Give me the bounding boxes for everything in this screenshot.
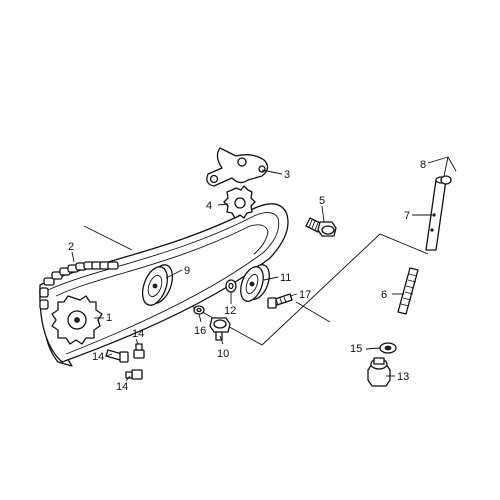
callout-13: 13 [397, 371, 409, 383]
callout-10: 10 [217, 348, 229, 360]
callout-5: 5 [319, 195, 325, 207]
callout-12: 12 [224, 305, 236, 317]
cam-sprocket [223, 185, 256, 219]
leader-lines [71, 156, 457, 382]
tensioner-spring [397, 267, 419, 315]
bolt-14-lower [125, 369, 143, 380]
bolt-17 [267, 293, 293, 309]
callout-7: 7 [404, 210, 410, 222]
washer [225, 279, 237, 293]
chain-links [39, 261, 119, 310]
callout-6: 6 [381, 289, 387, 301]
callout-14-upper: 14 [132, 328, 144, 340]
callout-16: 16 [194, 325, 206, 337]
callout-15: 15 [350, 343, 362, 355]
callout-3: 3 [284, 169, 290, 181]
callout-17: 17 [299, 289, 311, 301]
bolt-5 [305, 217, 337, 237]
bolt-14-upper [133, 343, 145, 359]
drive-sprocket [51, 295, 103, 345]
bolt-14-left [105, 349, 129, 363]
callout-4: 4 [206, 200, 212, 212]
callout-14-lower: 14 [116, 381, 128, 393]
callout-11: 11 [280, 272, 291, 284]
pushrod-cap [440, 175, 452, 185]
callout-9: 9 [184, 265, 190, 277]
callout-8: 8 [420, 159, 426, 171]
tensioner-bracket [206, 147, 269, 187]
sealing-washer [379, 342, 397, 354]
washer-small [193, 305, 205, 315]
callout-labels: 1 2 3 4 5 6 7 8 9 10 11 12 13 14 14 14 1… [68, 159, 426, 393]
tensioner-pushrod [425, 176, 447, 251]
callout-1: 1 [106, 312, 112, 324]
callout-14-left: 14 [92, 351, 104, 363]
sealing-bolt [367, 357, 391, 387]
callout-2: 2 [68, 241, 74, 253]
guide-roller [141, 264, 174, 306]
tensioner-roller [240, 264, 270, 302]
